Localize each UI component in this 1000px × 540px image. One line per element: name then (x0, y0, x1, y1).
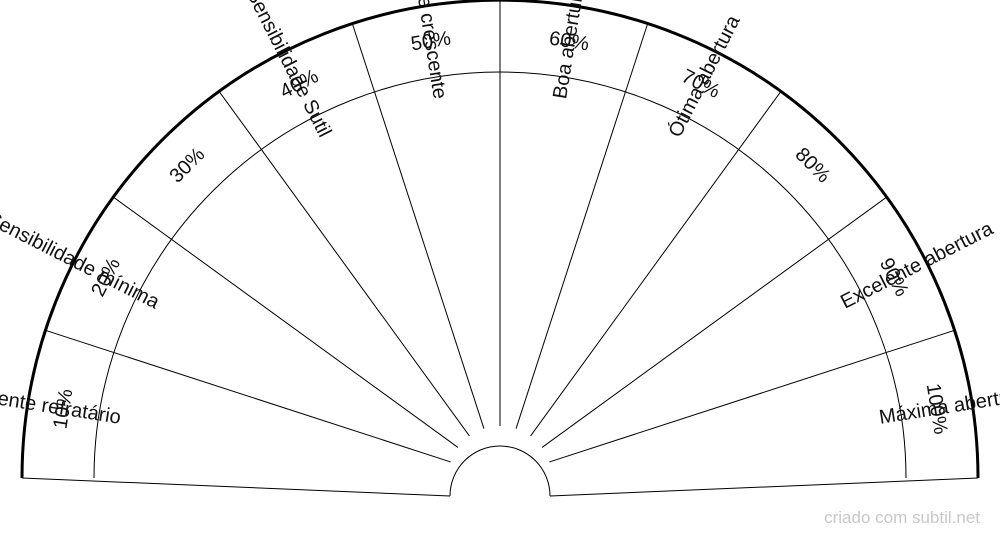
right-baseline (549, 477, 979, 497)
center-hub (449, 445, 551, 497)
sector-description-label: Ótima abertura (664, 11, 745, 141)
sector-divider (515, 23, 649, 429)
sector-divider (530, 90, 782, 437)
left-baseline (21, 477, 451, 497)
sector-description-label: Sensibilidade crescente (396, 0, 451, 100)
sector-description-label: Excelente abertura (837, 217, 997, 313)
sector-percent-label: 80% (791, 144, 835, 188)
sector-divider (45, 329, 451, 463)
sector-description-label: Sensibilidade mínima (0, 208, 164, 314)
sector-divider (112, 196, 459, 448)
sector-percent-label: 30% (166, 143, 210, 187)
sector-description-label: Sensibilidade Sutil (242, 0, 336, 141)
sector-divider (218, 90, 470, 437)
sector-divider (549, 329, 955, 463)
sector-divider (351, 23, 485, 429)
sector-divider (541, 196, 888, 448)
chart-grid (20, 0, 980, 497)
credit-text: criado com subtil.net (824, 508, 980, 527)
